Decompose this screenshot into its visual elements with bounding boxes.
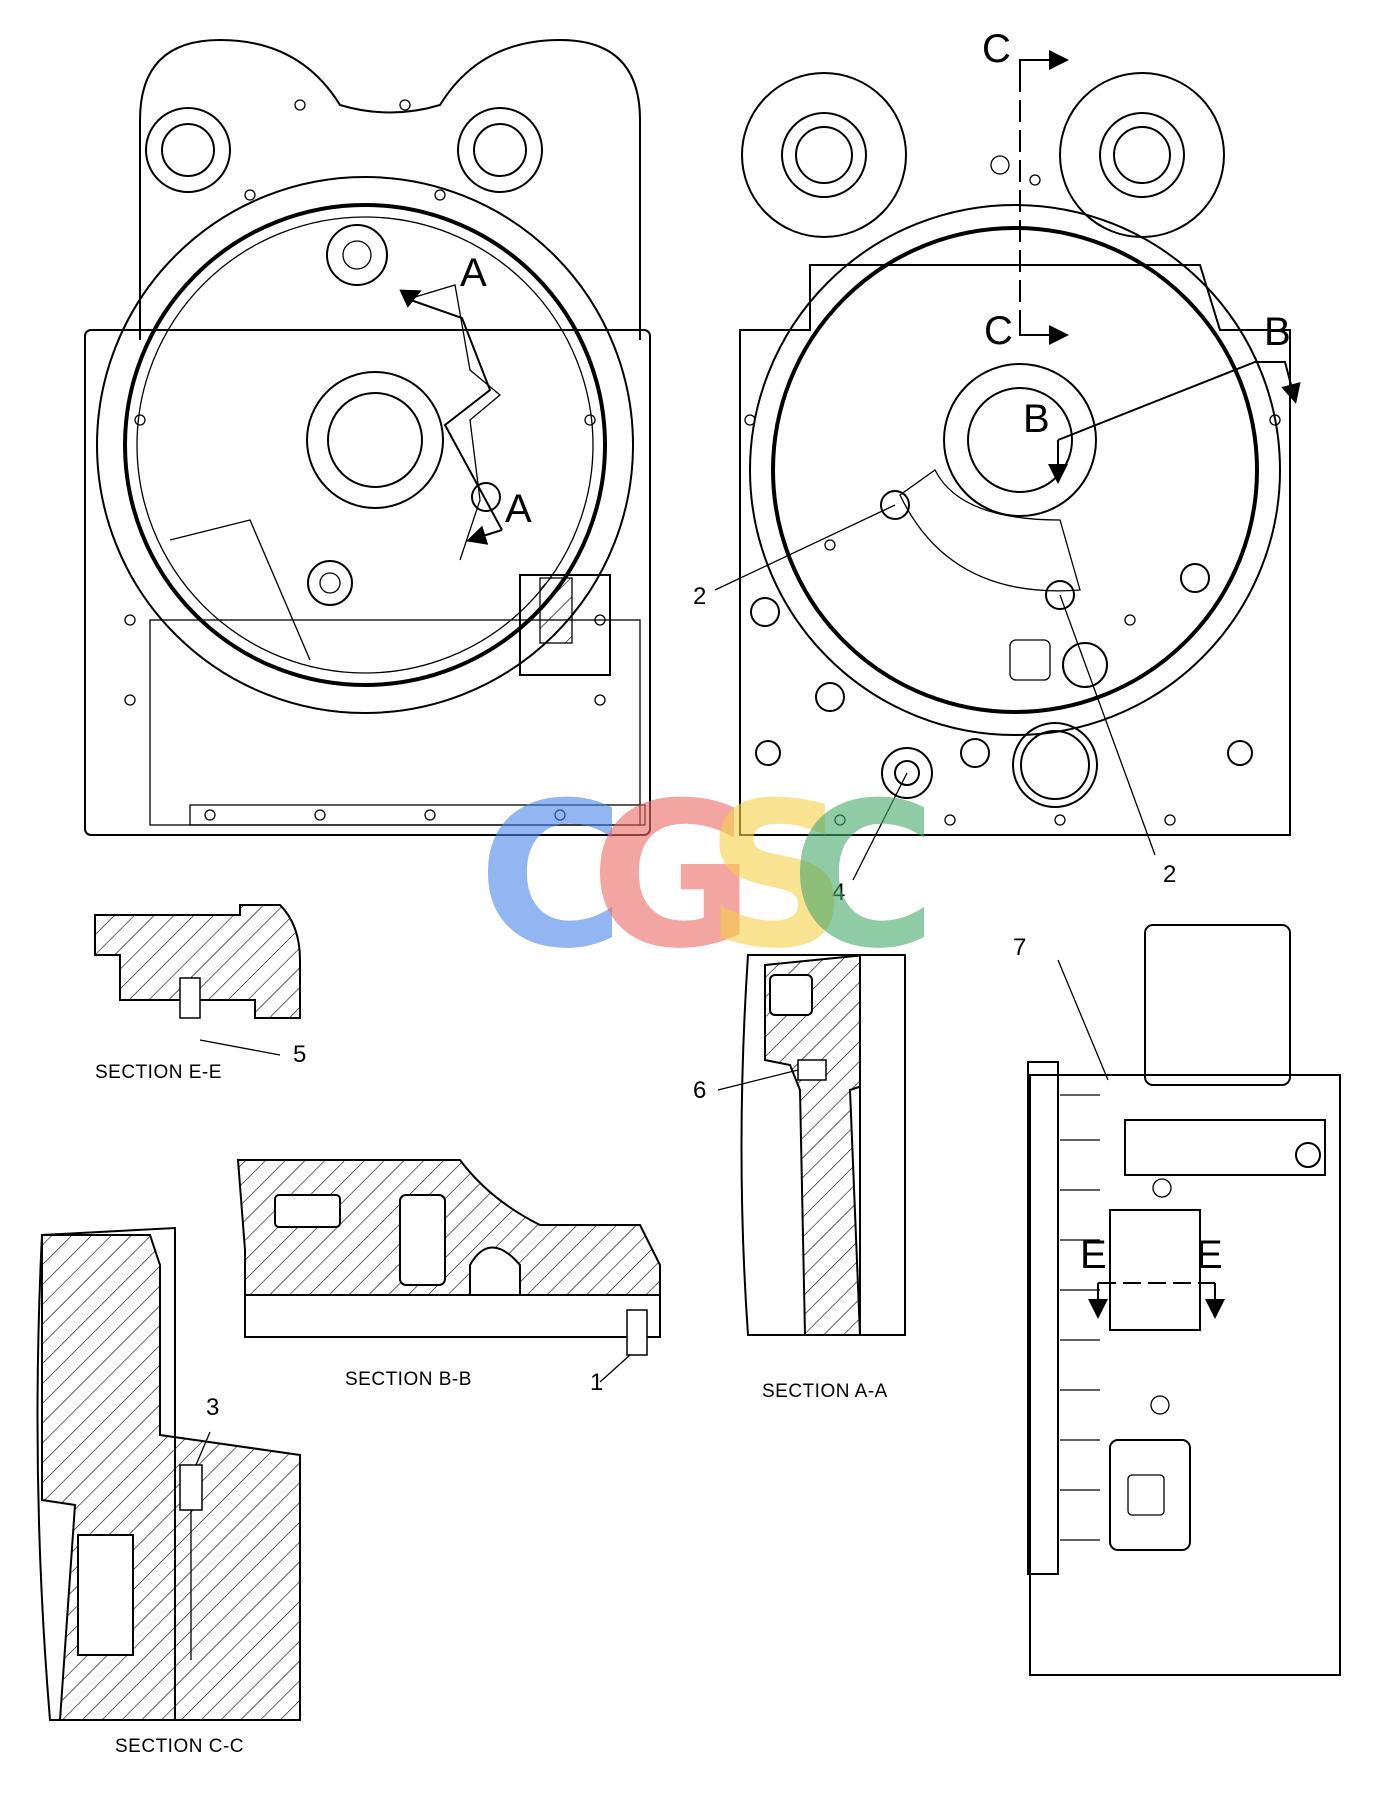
side-view-fins xyxy=(1060,1094,1100,1541)
section-a-a-drawing xyxy=(717,953,906,1336)
callout-7: 7 xyxy=(1013,934,1026,961)
section-b-center-label: B xyxy=(1023,397,1050,441)
callout-2a: 2 xyxy=(693,583,706,610)
section-c-top-label: C xyxy=(982,27,1011,71)
section-c-bottom-label: C xyxy=(984,309,1013,353)
caption-section-e-e: SECTION E-E xyxy=(95,1062,222,1083)
callout-2b: 2 xyxy=(1163,861,1176,888)
right-housing-view: C C B B xyxy=(714,27,1301,881)
callout-5: 5 xyxy=(293,1041,306,1068)
section-b-right-label: B xyxy=(1264,310,1291,354)
section-c-c-drawing xyxy=(36,1226,301,1721)
callout-1: 1 xyxy=(590,1369,603,1396)
caption-section-c-c: SECTION C-C xyxy=(115,1736,244,1757)
section-e-right-label: E xyxy=(1196,1233,1223,1277)
section-b-b-drawing xyxy=(236,1159,661,1383)
watermark-letter-3: S xyxy=(705,760,849,993)
cgsc-watermark-logo: C G S C xyxy=(478,760,937,993)
watermark-letter-2: G xyxy=(590,760,754,993)
section-a-bottom-label: A xyxy=(505,487,532,531)
left-bolt-holes xyxy=(124,99,606,821)
section-a-top-label: A xyxy=(460,251,487,295)
watermark-letter-4: C xyxy=(790,760,937,993)
callout-3: 3 xyxy=(206,1394,219,1421)
section-e-left-label: E xyxy=(1080,1233,1107,1277)
section-e-e-drawing xyxy=(94,904,301,1056)
watermark-letter-1: C xyxy=(478,760,625,993)
section-captions: SECTION E-E SECTION B-B SECTION A-A SECT… xyxy=(95,1062,888,1757)
caption-section-b-b: SECTION B-B xyxy=(345,1369,472,1390)
callout-4: 4 xyxy=(832,879,845,906)
left-housing-view: A A xyxy=(84,38,651,836)
right-bolt-holes xyxy=(744,155,1281,826)
side-view-drawing: E E xyxy=(1027,924,1341,1676)
callout-numbers: 1 2 2 3 4 5 6 7 xyxy=(206,583,1176,1421)
callout-6: 6 xyxy=(693,1077,706,1104)
caption-section-a-a: SECTION A-A xyxy=(762,1381,888,1402)
